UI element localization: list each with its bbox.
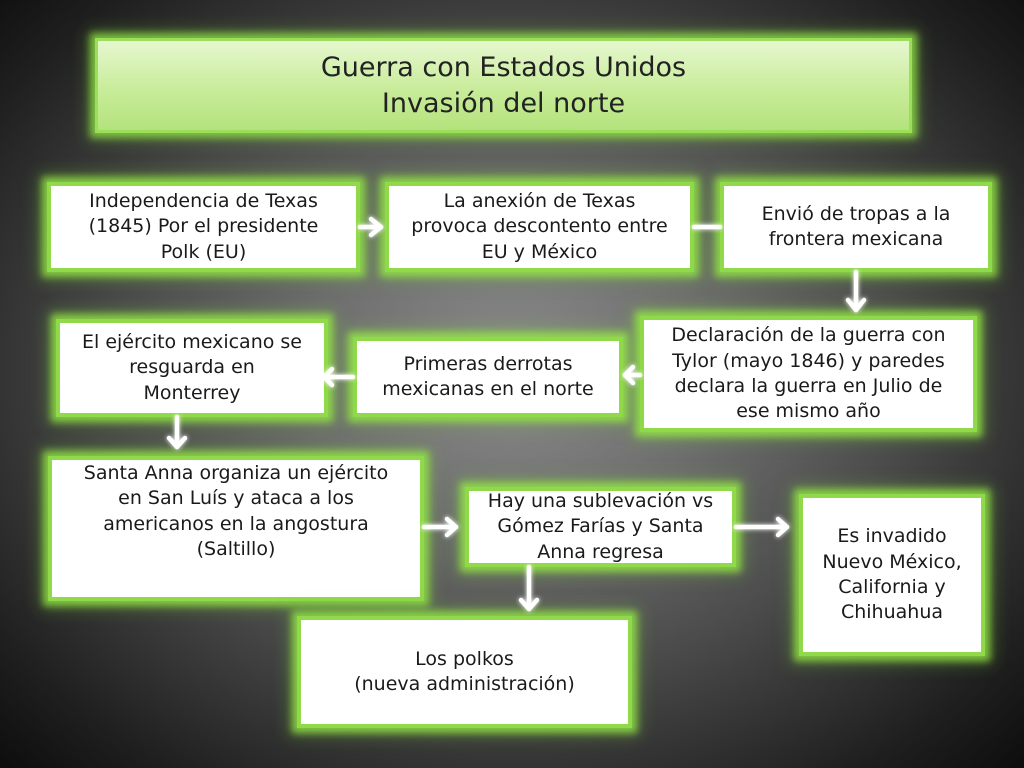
arrow-independencia-to-anexion	[357, 216, 384, 238]
box-ejercito-monterrey: El ejército mexicano se resguarda en Mon…	[56, 319, 328, 417]
title-line-1: Guerra con Estados Unidos	[320, 52, 687, 84]
arrow-monterrey-to-santa-anna	[166, 414, 188, 450]
box-declaracion-guerra: Declaración de la guerra con Tylor (mayo…	[640, 316, 977, 432]
title-line-2: Invasión del norte	[381, 87, 626, 119]
arrow-declaracion-to-derrotas	[622, 364, 643, 386]
box-independencia-texas: Independencia de Texas (1845) Por el pre…	[47, 182, 360, 272]
box-envio-tropas: Envió de tropas a la frontera mexicana	[720, 182, 992, 272]
arrow-sublevacion-to-invadido	[733, 516, 790, 538]
box-santa-anna-angostura: Santa Anna organiza un ejército en San L…	[48, 456, 424, 601]
arrow-tropas-to-declaracion	[845, 269, 867, 313]
box-anexion-texas: La anexión de Texas provoca descontento …	[385, 182, 694, 272]
box-invadido-territorios: Es invadido Nuevo México, California y C…	[799, 494, 985, 656]
box-sublevacion: Hay una sublevación vs Gómez Farías y Sa…	[465, 487, 736, 567]
box-los-polkos: Los polkos (nueva administración)	[297, 616, 632, 728]
diagram-title: Guerra con Estados Unidos Invasión del n…	[95, 38, 912, 133]
arrow-derrotas-to-monterrey	[321, 366, 356, 388]
arrow-sublevacion-to-polkos	[518, 564, 540, 612]
arrow-santa-anna-to-sublevacion	[421, 516, 459, 538]
box-primeras-derrotas: Primeras derrotas mexicanas en el norte	[353, 337, 623, 417]
